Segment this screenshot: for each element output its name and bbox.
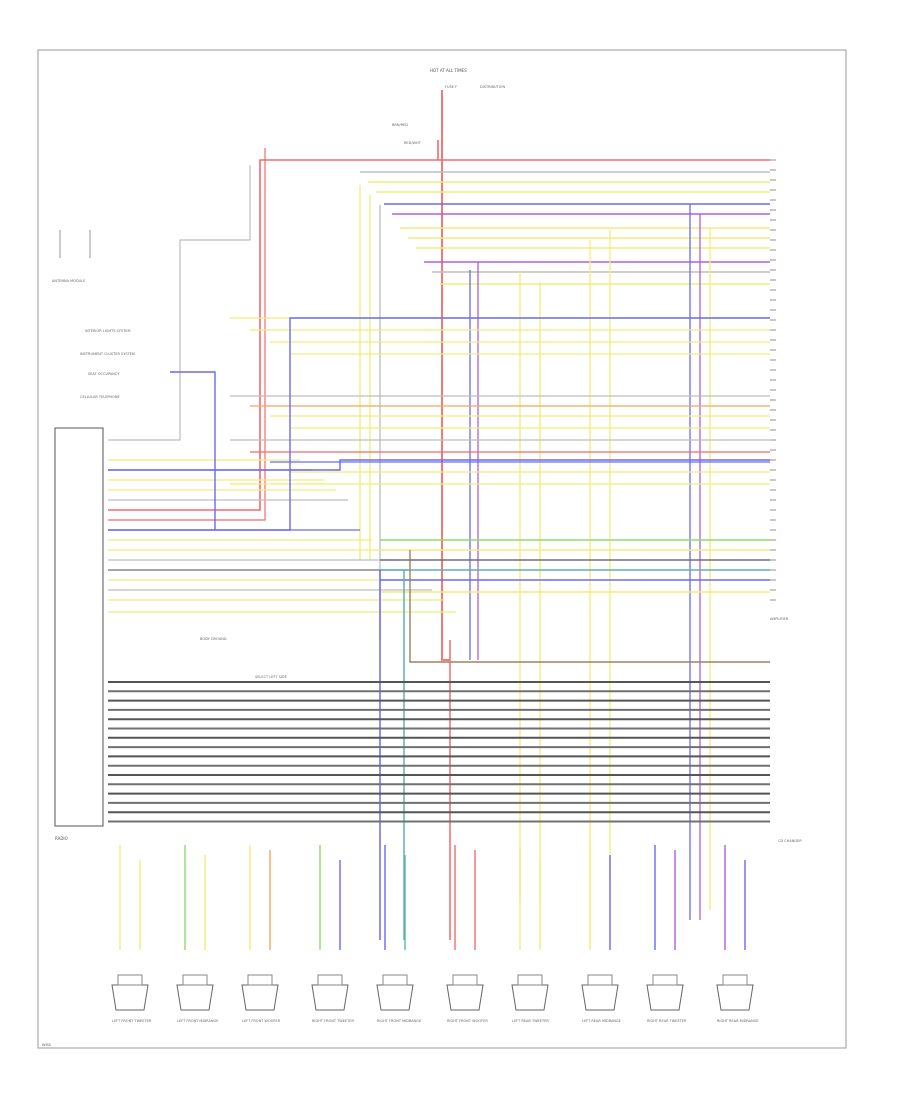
speaker-label: LEFT FRONT MIDRANGE xyxy=(177,1019,218,1023)
antenna-module-label: ANTENNA MODULE xyxy=(52,279,85,283)
speaker-connector xyxy=(247,974,273,986)
radio-note-label: BODY GROUND xyxy=(200,637,227,641)
speaker-connector xyxy=(382,974,408,986)
speaker-label: RIGHT REAR MIDRANGE xyxy=(717,1019,759,1023)
speaker-label: LEFT FRONT WOOFER xyxy=(242,1019,281,1023)
speaker-label: LEFT REAR TWEETER xyxy=(512,1019,549,1023)
speaker: LEFT FRONT WOOFER xyxy=(241,974,281,1023)
radio-unit xyxy=(54,427,104,827)
speaker-label: LEFT REAR MIDRANGE xyxy=(582,1019,621,1023)
wiring-harness xyxy=(108,90,770,950)
speaker: RIGHT REAR TWEETER xyxy=(646,974,687,1023)
speaker-connector xyxy=(452,974,478,986)
speaker-connector xyxy=(182,974,208,986)
wire-red-2 xyxy=(108,148,266,521)
speaker-icon xyxy=(241,984,279,1011)
input-interior-lights: INTERIOR LIGHTS SYSTEM xyxy=(85,329,131,333)
speaker-label: RIGHT FRONT MIDRANGE xyxy=(377,1019,421,1023)
speaker-connector xyxy=(587,974,613,986)
wire-brown-ground xyxy=(409,550,770,663)
speaker-icon xyxy=(716,984,754,1011)
speaker: RIGHT FRONT TWEETER xyxy=(311,974,354,1023)
amplifier-bottom-label: CD CHANGER xyxy=(778,839,802,843)
speaker-icon xyxy=(111,984,149,1011)
speaker: RIGHT REAR MIDRANGE xyxy=(716,974,759,1023)
ground-note-label: SELECT LEFT SIDE xyxy=(255,675,287,679)
speaker: LEFT REAR TWEETER xyxy=(511,974,549,1023)
radio-label: RADIO xyxy=(55,836,68,841)
speaker-connector xyxy=(517,974,543,986)
amplifier-label: AMPLIFIER xyxy=(770,617,789,621)
top-note-label: DISTRIBUTION xyxy=(480,85,505,89)
speaker-connector xyxy=(652,974,678,986)
wire-blue-radio-1 xyxy=(108,317,770,531)
speaker-connector xyxy=(722,974,748,986)
speaker-icon xyxy=(311,984,349,1011)
speaker: LEFT FRONT TWEETER xyxy=(111,974,152,1023)
speaker-icon xyxy=(176,984,214,1011)
red-wht-label: RED/WHT xyxy=(404,141,422,145)
speaker: LEFT REAR MIDRANGE xyxy=(581,974,621,1023)
speaker-connector xyxy=(317,974,343,986)
speaker: LEFT FRONT MIDRANGE xyxy=(176,974,218,1023)
speaker-icon xyxy=(646,984,684,1011)
speaker: RIGHT FRONT MIDRANGE xyxy=(376,974,421,1023)
speaker: RIGHT FRONT WOOFER xyxy=(446,974,488,1023)
speaker-label: RIGHT FRONT TWEETER xyxy=(312,1019,354,1023)
speaker-connector xyxy=(117,974,143,986)
speaker-icon xyxy=(446,984,484,1011)
input-seat-occupancy: SEAT OCCUPANCY xyxy=(88,372,120,376)
speaker-icon xyxy=(511,984,549,1011)
top-source-label: HOT AT ALL TIMES xyxy=(430,68,467,73)
diagram-border xyxy=(37,49,847,1049)
speaker-icon xyxy=(376,984,414,1011)
speaker-label: RIGHT REAR TWEETER xyxy=(647,1019,687,1023)
wire-red-left xyxy=(108,140,439,511)
wire-blue-radio-2 xyxy=(108,459,770,471)
wire-power-feed xyxy=(441,90,450,661)
speakers-row: LEFT FRONT TWEETER LEFT FRONT MIDRANGE LEF… xyxy=(111,974,759,1023)
speaker-label: LEFT FRONT TWEETER xyxy=(112,1019,152,1023)
input-cellular-telephone: CELLULAR TELEPHONE xyxy=(80,395,120,399)
top-fuse-label: FUSE F xyxy=(445,85,457,89)
wire-gray-antenna xyxy=(108,165,251,441)
brown-red-label: BRN/RED xyxy=(392,123,408,127)
input-instrument-cluster: INSTRUMENT CLUSTER SYSTEM xyxy=(80,352,135,356)
speaker-icon xyxy=(581,984,619,1011)
speaker-label: RIGHT FRONT WOOFER xyxy=(447,1019,488,1023)
wire-blue-seat xyxy=(170,371,216,530)
amplifier-pins xyxy=(770,159,776,601)
footer-label: WMA xyxy=(42,1043,51,1047)
